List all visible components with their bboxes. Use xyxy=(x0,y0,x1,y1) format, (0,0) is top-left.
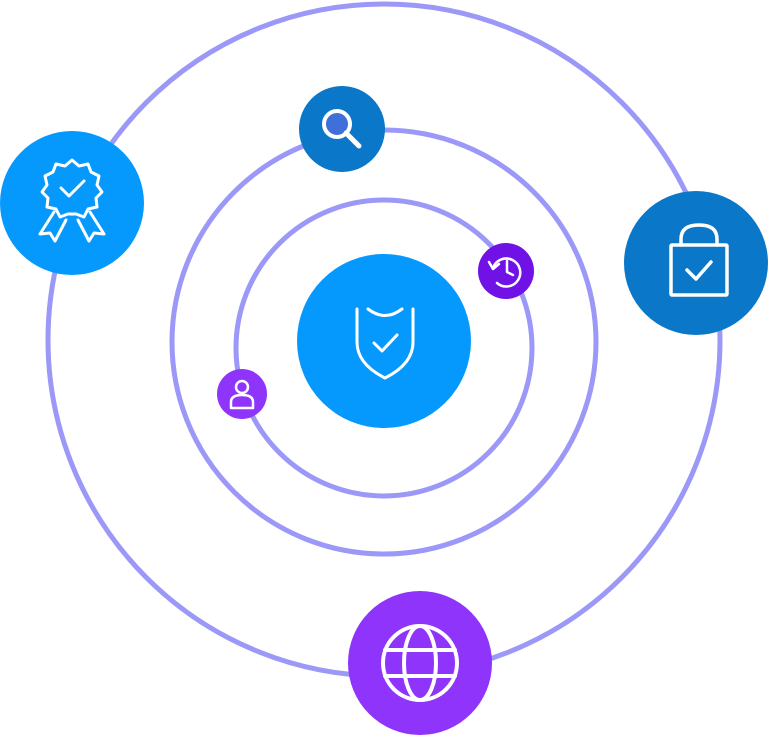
award-badge-node xyxy=(0,131,144,275)
award-ribbon-icon xyxy=(38,158,106,243)
history-node xyxy=(478,243,534,299)
center-node-circle xyxy=(297,254,471,428)
globe-node xyxy=(348,591,492,735)
search-node xyxy=(299,86,385,172)
inner-orbit-ring xyxy=(233,197,535,499)
user-icon xyxy=(229,379,255,410)
center-shield-node xyxy=(297,254,471,428)
globe-node-circle xyxy=(348,591,492,735)
user-node xyxy=(217,369,267,419)
lock-check-icon xyxy=(669,223,729,297)
lock-node-circle xyxy=(624,191,768,335)
award-node-circle xyxy=(0,131,144,275)
history-icon xyxy=(487,257,522,288)
search-icon xyxy=(322,109,362,149)
shield-check-icon xyxy=(355,307,415,380)
lock-node xyxy=(624,191,768,335)
globe-icon xyxy=(381,624,459,702)
